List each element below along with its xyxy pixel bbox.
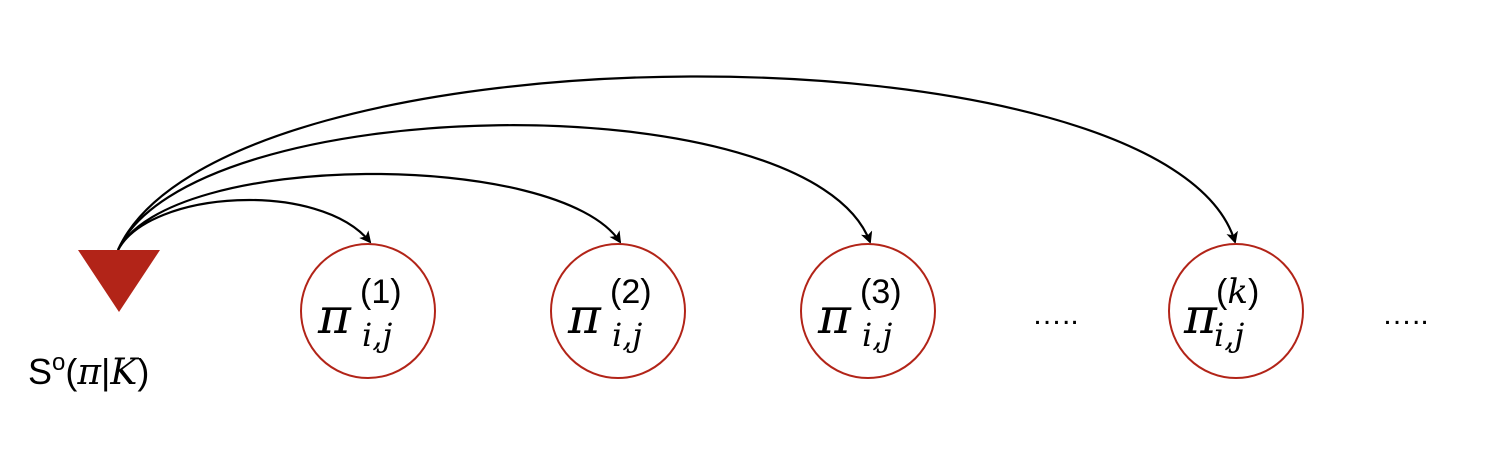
node-1-symbol: π xyxy=(317,287,352,345)
source-label-prefix: S xyxy=(28,351,52,392)
node-1-circle xyxy=(300,243,436,379)
node-2: π (2) i,j xyxy=(550,243,686,379)
arrow-to-node-k xyxy=(116,75,1238,251)
node-3-subscript: i,j xyxy=(862,316,892,354)
node-3-superscript: (3) xyxy=(860,273,902,311)
arrow-to-node-2 xyxy=(117,172,622,251)
ellipsis-1: ….. xyxy=(1032,298,1079,331)
arrow-to-node-3 xyxy=(116,124,873,251)
source-triangle xyxy=(78,250,160,312)
ellipsis-2: ….. xyxy=(1382,298,1429,331)
node-k-symbol: π xyxy=(1183,287,1218,345)
node-k-superscript-var: k xyxy=(1227,272,1248,312)
node-2-subscript: i,j xyxy=(612,316,642,354)
node-2-circle xyxy=(550,243,686,379)
node-k-superscript-open: ( xyxy=(1216,273,1228,311)
node-3-circle xyxy=(800,243,936,379)
node-1-superscript: (1) xyxy=(360,273,402,311)
source-label-open: ( xyxy=(65,351,77,392)
node-2-symbol: π xyxy=(567,287,602,345)
node-1-subscript: i,j xyxy=(362,316,392,354)
node-2-superscript: (2) xyxy=(610,273,652,311)
source-label-pi: π xyxy=(76,352,102,393)
node-1: π (1) i,j xyxy=(300,243,436,379)
source-label-k: K xyxy=(109,352,139,393)
node-3-symbol: π xyxy=(817,287,852,345)
source-label-superscript: o xyxy=(52,349,65,376)
node-k-subscript: i,j xyxy=(1214,316,1244,354)
node-k-circle xyxy=(1168,243,1304,379)
node-k-superscript-close: ) xyxy=(1248,273,1259,311)
node-3: π (3) i,j xyxy=(800,243,936,379)
source-label-close: ) xyxy=(137,351,149,392)
node-k-superscript: (k) xyxy=(1216,272,1259,312)
node-k: π (k) i,j xyxy=(1168,243,1304,379)
source-label-bar: | xyxy=(101,351,110,392)
source-label: So(π|K) xyxy=(28,349,149,393)
arrow-to-node-1 xyxy=(117,198,372,251)
